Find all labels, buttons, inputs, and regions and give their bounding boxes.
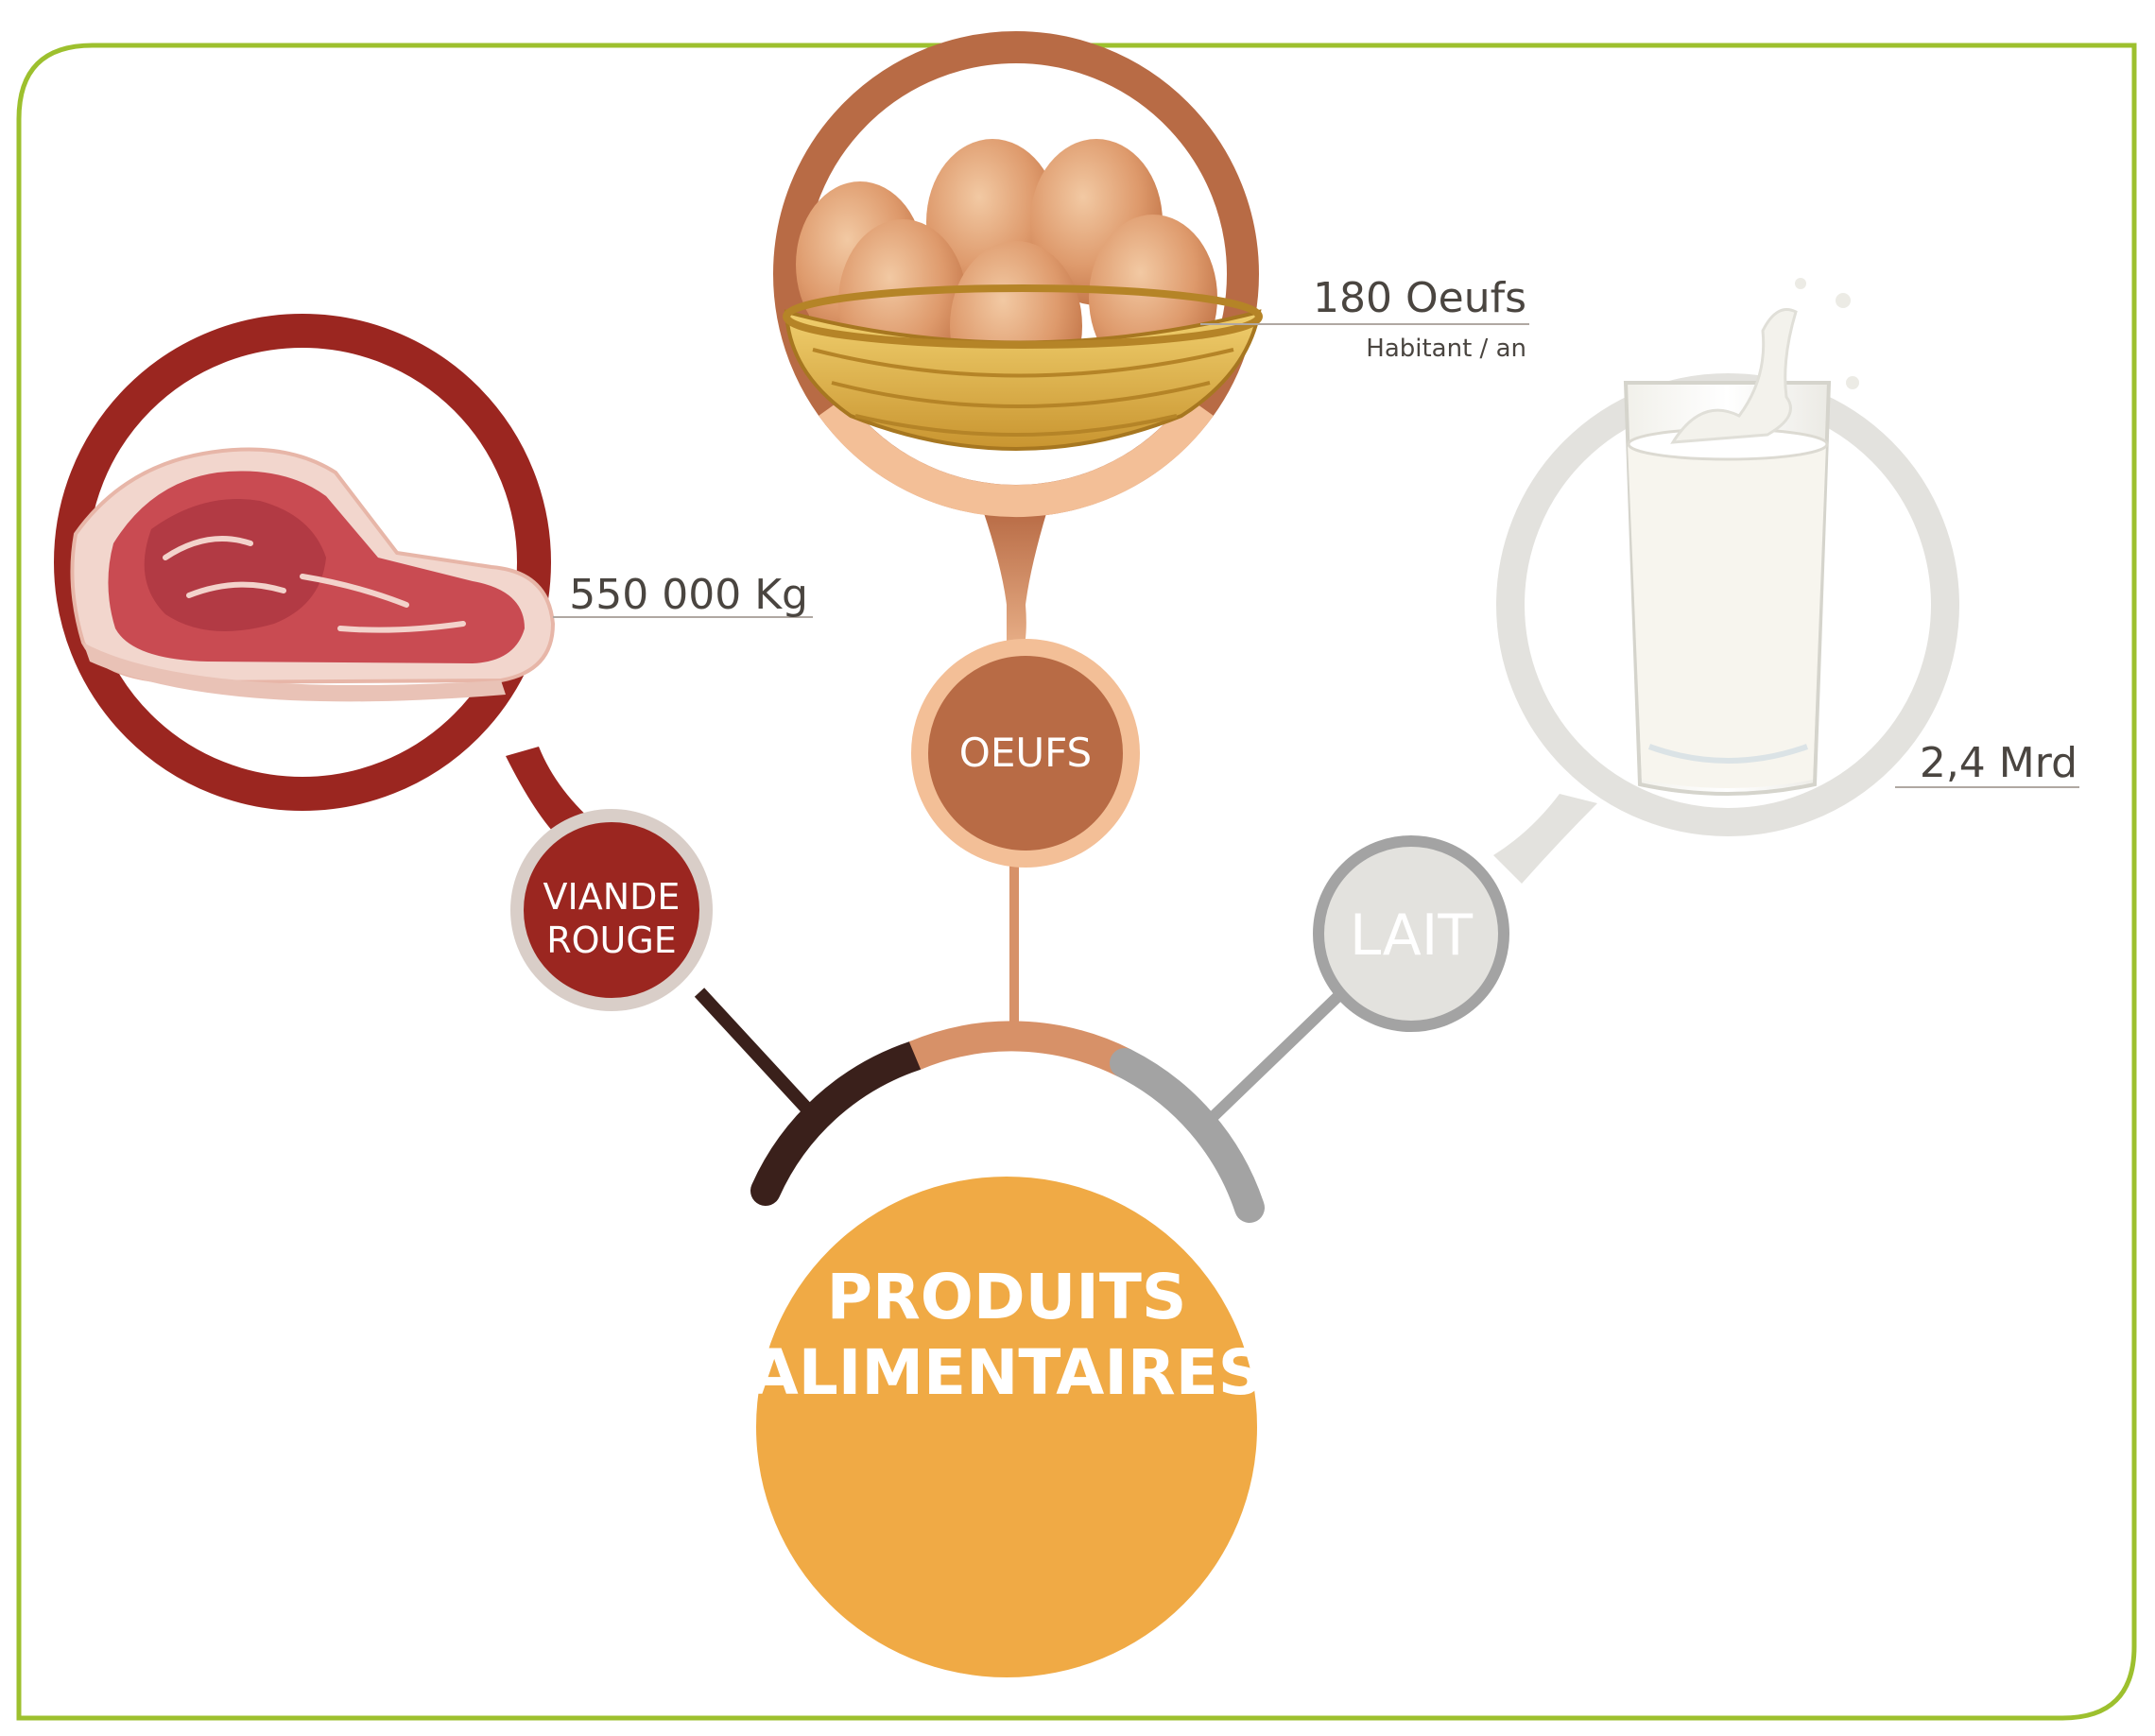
meat-connector-line (694, 988, 819, 1120)
frame-border (16, 43, 2137, 1721)
egg-basket-icon (783, 139, 1263, 451)
eggs-bubble-stem (983, 510, 1047, 680)
milk-label-circle (1313, 835, 1509, 1032)
eggs-stat-value: 180 Oeufs (1313, 274, 1526, 322)
eggs-ring-lower (819, 397, 1214, 518)
center-circle (756, 1177, 1257, 1677)
meat-stat-value: 550 000 Kg (569, 571, 808, 619)
milk-connector-line (1205, 992, 1342, 1125)
eggs-stat-unit: Habitant / an (1366, 335, 1526, 363)
eggs-arc (908, 1021, 1132, 1077)
milk-arc (1110, 1048, 1265, 1223)
milk-label: LAIT (1350, 902, 1474, 969)
meat-steak-icon (70, 447, 556, 702)
meat-arc (750, 1040, 930, 1206)
milk-stat-value: 2,4 Mrd (1920, 739, 2077, 787)
eggs-label-circle (911, 639, 1140, 868)
meat-label-line2: ROUGE (546, 920, 677, 961)
center-title-line1: PRODUITS (827, 1261, 1187, 1333)
meat-label-line1: VIANDE (543, 876, 681, 918)
meat-label-circle (510, 809, 713, 1011)
milk-glass-icon (1623, 278, 1859, 796)
milk-bubble-neck (1493, 794, 1597, 884)
center-title-line2: ALIMENTAIRES (750, 1336, 1264, 1409)
eggs-label: OEUFS (959, 730, 1092, 776)
